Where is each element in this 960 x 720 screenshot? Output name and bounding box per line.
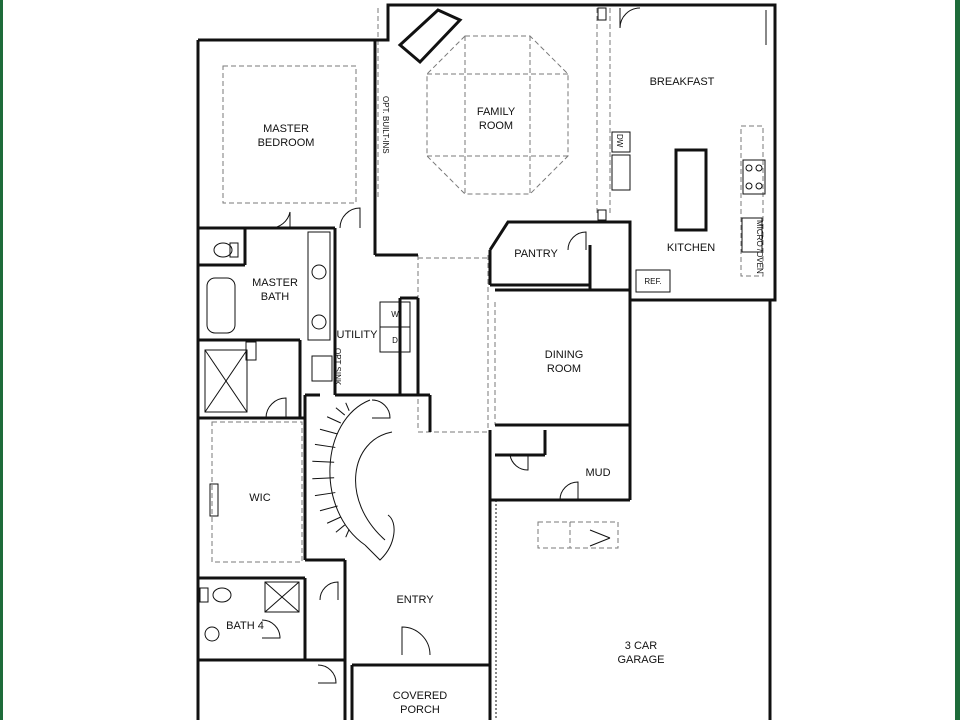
room-entry: ENTRY (396, 594, 434, 606)
page-frame-left (0, 0, 3, 720)
dishwasher (611, 131, 631, 153)
kitchen-island (674, 148, 708, 232)
stair-tread (312, 477, 335, 480)
room-bath4: BATH 4 (226, 620, 264, 632)
refrigerator (635, 269, 671, 293)
label-ref: REF. (644, 277, 662, 286)
room-wic: WIC (249, 492, 271, 504)
stair-tread (319, 505, 338, 512)
label-dryer: D (392, 336, 398, 345)
room-pantry: PANTRY (514, 248, 558, 260)
wic-shelving (211, 421, 303, 563)
stair-tread (312, 460, 335, 463)
stair-tread (345, 402, 350, 411)
stair-tread (326, 516, 342, 524)
room-family-room: FAMILY ROOM (476, 106, 516, 132)
room-utility: UTILITY (336, 329, 378, 341)
vanity-sink (311, 264, 327, 280)
garage-attic-stair (537, 521, 619, 549)
stair-tread (335, 524, 346, 533)
stair-tread (335, 407, 346, 416)
stair-tread (314, 492, 336, 497)
room-kitchen: KITCHEN (666, 242, 716, 254)
bathtub (206, 277, 236, 334)
label-opt-sink: OPT SINK (333, 348, 342, 386)
stair-tread (314, 443, 336, 448)
room-breakfast: BREAKFAST (649, 76, 715, 88)
master-bedroom-tray-ceiling (222, 65, 357, 204)
room-dining-room: DINING ROOM (544, 349, 584, 375)
label-washer: W (391, 310, 399, 319)
cooktop (742, 159, 766, 195)
label-dw: DW (615, 134, 624, 148)
family-room-ceiling (426, 35, 569, 195)
room-mud: MUD (585, 467, 611, 479)
room-master-bath: MASTER BATH (252, 277, 298, 303)
room-covered-porch: COVERED PORCH (392, 690, 448, 716)
label-opt-built-ins: OPT. BUILT-INS (381, 96, 390, 154)
page-frame-right (955, 0, 960, 720)
room-master-bedroom: MASTER BEDROOM (257, 123, 315, 149)
fireplace (397, 8, 463, 65)
stair-tread (319, 428, 338, 435)
spiral-staircase (329, 399, 371, 546)
label-micro-oven: MICRO /OVEN (755, 220, 764, 274)
shower (204, 349, 248, 413)
kitchen-sink (611, 154, 631, 191)
room-garage: 3 CAR GARAGE (617, 640, 665, 666)
bath4-shower (264, 581, 300, 613)
stair-tread (326, 416, 342, 424)
stair-tread (345, 529, 350, 538)
